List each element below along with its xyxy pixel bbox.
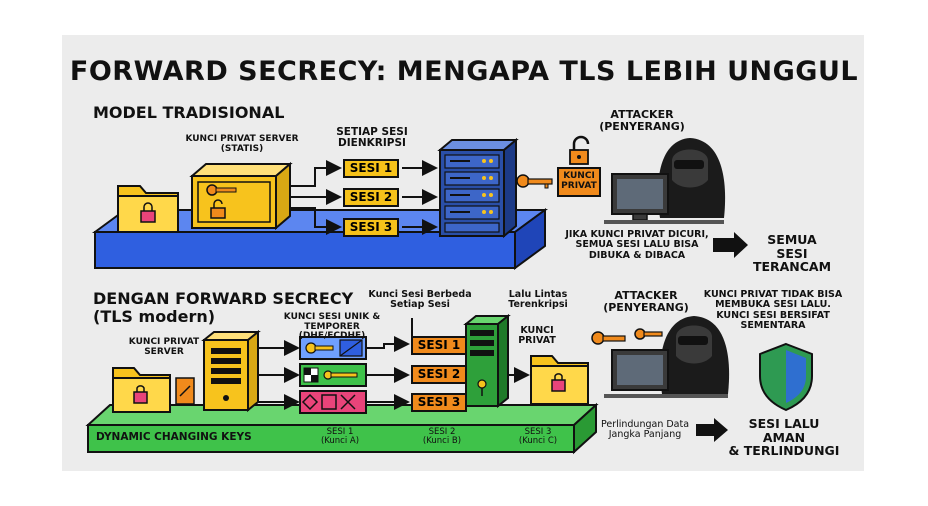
- traditional-heading: MODEL TRADISIONAL: [93, 103, 285, 122]
- shield-icon: [759, 342, 813, 412]
- traditional-session-3: SESI 3: [343, 218, 399, 237]
- session-key-card-2: [299, 363, 367, 387]
- stolen-key-tag-box: [557, 167, 601, 197]
- stolen-key-tag: KUNCI PRIVAT: [561, 171, 597, 191]
- session-key-c: SESI 3 (Kunci C): [518, 427, 558, 447]
- forward-session-2: SESI 2: [411, 365, 467, 384]
- session-key-b: SESI 2 (Kunci B): [422, 427, 462, 447]
- folder-lock-icon: [530, 355, 589, 405]
- key-icon: [591, 328, 663, 345]
- monitor-icon: [604, 349, 728, 398]
- forward-heading: DENGAN FORWARD SECRECY (TLS modern): [93, 289, 354, 327]
- folder-lock-icon: [112, 367, 171, 413]
- traditional-session-2: SESI 2: [343, 188, 399, 207]
- unique-keys-label: KUNCI SESI UNIK & TEMPORER (DHE/ECDHE): [283, 312, 381, 342]
- forward-private-key-label: KUNCI PRIVAT: [518, 325, 556, 347]
- hacker-icon: [660, 316, 730, 394]
- server-rack-icon: [437, 137, 519, 239]
- different-keys-label: Kunci Sesi Berbeda Setiap Sesi: [368, 289, 472, 311]
- each-session-label: SETIAP SESI DIENKRIPSI: [336, 126, 408, 150]
- session-key-a: SESI 1 (Kunci A): [320, 427, 360, 447]
- forward-session-1: SESI 1: [411, 336, 467, 355]
- server-tower-icon: [201, 329, 261, 413]
- key-icon: [516, 174, 553, 189]
- server-rack-icon: [463, 313, 511, 409]
- forward-server-key-label: KUNCI PRIVAT SERVER: [128, 337, 200, 357]
- forward-attacker-label: ATTACKER (PENYERANG): [603, 289, 689, 314]
- arrow-right-icon: [713, 232, 748, 258]
- platform-label: DYNAMIC CHANGING KEYS: [96, 431, 252, 443]
- forward-session-3: SESI 3: [411, 393, 467, 412]
- traditional-session-1: SESI 1: [343, 159, 399, 178]
- document-icon: [175, 377, 195, 405]
- traditional-attacker-label: ATTACKER (PENYERANG): [599, 108, 685, 133]
- monitor-icon: [604, 173, 724, 224]
- page-title: FORWARD SECRECY: MENGAPA TLS LEBIH UNGGU…: [69, 56, 859, 87]
- traditional-result: SEMUA SESI TERANCAM: [752, 232, 832, 274]
- protection-label: Perlindungan Data Jangka Panjang: [600, 419, 690, 441]
- folder-lock-icon: [117, 185, 179, 233]
- traditional-server-key-label: KUNCI PRIVAT SERVER (STATIS): [185, 134, 299, 154]
- hacker-icon: [657, 138, 726, 218]
- padlock-icon: [569, 135, 590, 165]
- no-open-note: KUNCI PRIVAT TIDAK BISA MEMBUKA SESI LAL…: [703, 289, 843, 331]
- safe-icon: [189, 161, 293, 231]
- arrow-right-icon: [696, 418, 728, 442]
- encrypted-traffic-label: Lalu Lintas Terenkripsi: [508, 289, 568, 311]
- traditional-consequence: JIKA KUNCI PRIVAT DICURI, SEMUA SESI LAL…: [565, 229, 709, 261]
- session-key-card-3: [299, 390, 367, 414]
- forward-result: SESI LALU AMAN & TERLINDUNGI: [728, 416, 840, 458]
